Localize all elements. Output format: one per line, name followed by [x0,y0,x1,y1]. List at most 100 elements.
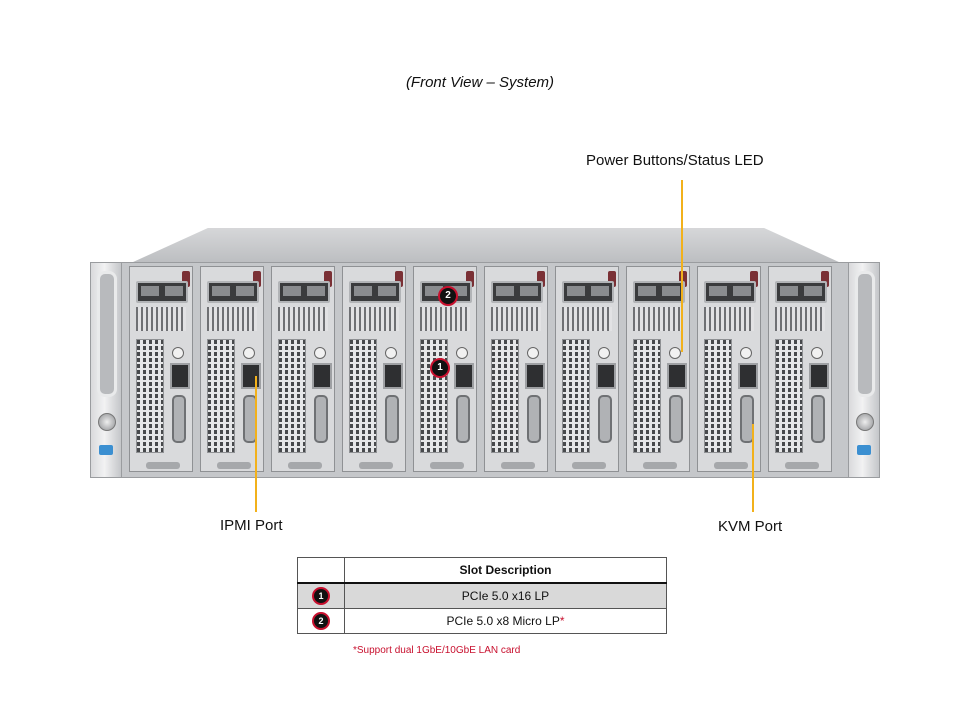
node-pull-tab[interactable] [217,462,251,469]
node-release-handle[interactable] [679,271,687,287]
table-desc-cell: PCIe 5.0 x16 LP [344,582,667,609]
kvm-port[interactable] [172,395,186,443]
slot-description-table: Slot Description 1 PCIe 5.0 x16 LP 2 PCI… [297,557,667,634]
power-button[interactable] [456,347,468,359]
node-pull-tab[interactable] [501,462,535,469]
pcie-slot-bracket [633,339,661,453]
ipmi-port[interactable] [454,363,474,389]
left-thumb-screw [98,413,116,431]
pcie-slot-bracket [136,339,164,453]
pcie-slot-bracket [775,339,803,453]
right-handle [855,271,875,397]
node-vent [278,307,328,331]
right-thumb-screw [856,413,874,431]
pcie-slot-bracket [349,339,377,453]
ipmi-port[interactable] [383,363,403,389]
ipmi-port[interactable] [596,363,616,389]
left-label-tag [99,445,113,455]
node-vent [775,307,825,331]
node-bay-6 [484,266,548,472]
node-pull-tab[interactable] [572,462,606,469]
pcie-slot-bracket [420,339,448,453]
table-desc-cell: PCIe 5.0 x8 Micro LP* [344,608,667,634]
aioms-slot [491,281,543,303]
power-button[interactable] [598,347,610,359]
pcie-slot-bracket [704,339,732,453]
aioms-slot [349,281,401,303]
chassis-top-cover [120,228,852,268]
node-vent [633,307,683,331]
table-header-blank [297,557,345,584]
ipmi-port[interactable] [525,363,545,389]
kvm-leader-line [752,424,754,512]
node-bay-2 [200,266,264,472]
kvm-port[interactable] [598,395,612,443]
power-button[interactable] [669,347,681,359]
power-button[interactable] [314,347,326,359]
node-pull-tab[interactable] [359,462,393,469]
ipmi-leader-line [255,376,257,512]
node-bay-9 [697,266,761,472]
kvm-port[interactable] [669,395,683,443]
right-rack-ear [848,262,880,478]
power-button[interactable] [172,347,184,359]
node-release-handle[interactable] [395,271,403,287]
right-label-tag [857,445,871,455]
slot-desc: PCIe 5.0 x8 Micro LP [446,614,560,628]
ipmi-port[interactable] [667,363,687,389]
aioms-slot [207,281,259,303]
node-release-handle[interactable] [253,271,261,287]
node-pull-tab[interactable] [288,462,322,469]
pcie-slot-bracket [491,339,519,453]
kvm-port[interactable] [456,395,470,443]
node-release-handle[interactable] [537,271,545,287]
ipmi-port[interactable] [809,363,829,389]
node-pull-tab[interactable] [785,462,819,469]
node-vent [349,307,399,331]
ipmi-port[interactable] [170,363,190,389]
aioms-slot [278,281,330,303]
kvm-port[interactable] [527,395,541,443]
kvm-port[interactable] [811,395,825,443]
node-vent [704,307,754,331]
power-button[interactable] [243,347,255,359]
kvm-port[interactable] [740,395,754,443]
left-rack-ear [90,262,122,478]
table-footnote: *Support dual 1GbE/10GbE LAN card [353,645,521,656]
node-vent [207,307,257,331]
node-release-handle[interactable] [466,271,474,287]
ipmi-port[interactable] [312,363,332,389]
pcie-slot-bracket [278,339,306,453]
node-release-handle[interactable] [182,271,190,287]
ipmi-port[interactable] [241,363,261,389]
kvm-port-label: KVM Port [718,518,783,535]
slot-footnote-mark: * [559,614,565,628]
slot-desc: PCIe 5.0 x16 LP [461,589,550,603]
node-vent [562,307,612,331]
node-pull-tab[interactable] [430,462,464,469]
node-bay-4 [342,266,406,472]
power-button[interactable] [811,347,823,359]
node-release-handle[interactable] [324,271,332,287]
power-button[interactable] [527,347,539,359]
table-header-row: Slot Description [297,557,667,584]
aioms-slot [633,281,685,303]
node-release-handle[interactable] [750,271,758,287]
node-release-handle[interactable] [821,271,829,287]
kvm-port[interactable] [314,395,328,443]
node-pull-tab[interactable] [714,462,748,469]
power-buttons-status-led-label: Power Buttons/Status LED [586,152,764,169]
node-pull-tab[interactable] [643,462,677,469]
ipmi-port[interactable] [738,363,758,389]
node-pull-tab[interactable] [146,462,180,469]
ipmi-port-label: IPMI Port [220,517,283,534]
node-release-handle[interactable] [608,271,616,287]
pcie-slot-bracket [207,339,235,453]
aioms-slot [775,281,827,303]
power-button[interactable] [385,347,397,359]
node-bay-10 [768,266,832,472]
row-badge: 1 [312,587,330,605]
node-bay-8 [626,266,690,472]
power-button[interactable] [740,347,752,359]
kvm-port[interactable] [385,395,399,443]
